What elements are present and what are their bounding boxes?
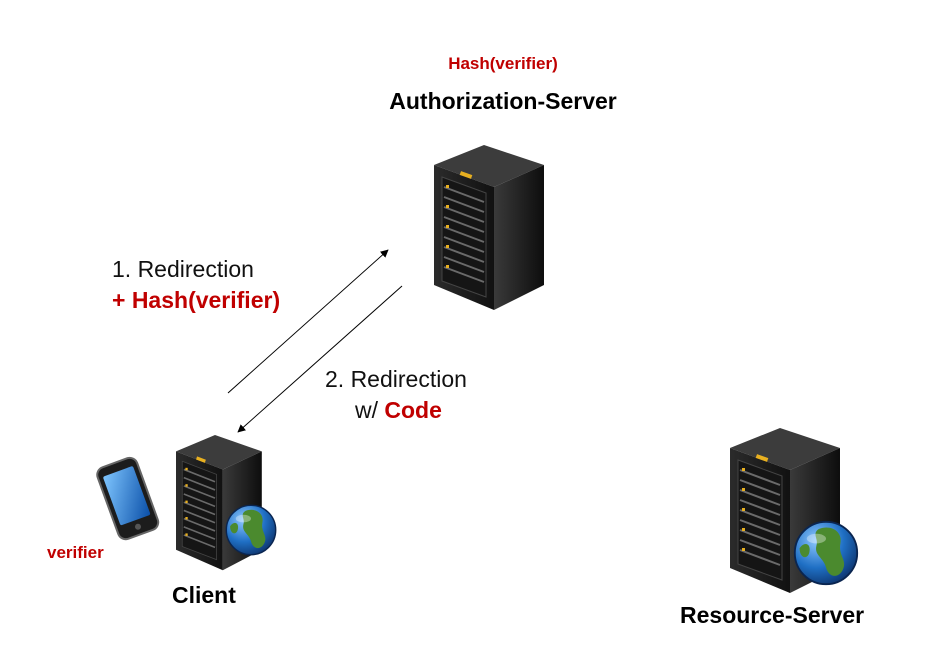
client-globe-icon — [225, 504, 277, 556]
step2-line1: 2. Redirection — [325, 366, 467, 392]
step1-line2: + Hash(verifier) — [112, 287, 281, 313]
resource-server-label: Resource-Server — [680, 602, 865, 628]
step2-prefix: w/ — [355, 397, 385, 423]
client-verifier-note: verifier — [47, 543, 104, 562]
smartphone-icon — [96, 456, 160, 541]
step1-line1: 1. Redirection — [112, 256, 254, 282]
step2-label: 2. Redirection w/ Code — [325, 364, 467, 426]
auth-server-label: Authorization-Server — [389, 88, 617, 114]
arrow-redirection-to-auth — [227, 249, 389, 394]
authorization-server-icon — [433, 144, 545, 311]
resource-globe-icon — [793, 520, 859, 586]
client-label: Client — [172, 582, 236, 608]
step1-label: 1. Redirection + Hash(verifier) — [112, 254, 280, 316]
step2-code: Code — [384, 397, 442, 423]
arrow-redirection-to-client — [237, 285, 403, 433]
auth-server-hash-note: Hash(verifier) — [448, 54, 558, 73]
step2-line2: w/ Code — [325, 395, 467, 426]
